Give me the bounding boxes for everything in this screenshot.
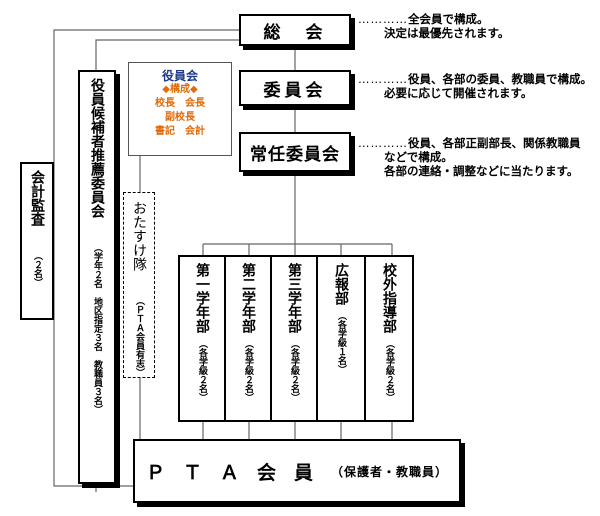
volunteer-team-label: おたすけ隊 (131, 201, 147, 271)
auditor-note: （２名） (32, 251, 42, 287)
nomination-committee-box: 役員候補者推薦委員会 （学年２名 地区指定３名 教職員３名） (78, 70, 116, 484)
dept-first-grade: 第一学年部（各学級２名） (180, 257, 226, 420)
officers-line-3: 書記 会計 (155, 126, 205, 137)
committee-note: …………役員、各部の委員、教職員で構成。 必要に応じて開催されます。 (358, 72, 592, 100)
pta-members-label: ＰＴＡ会員 (145, 461, 331, 484)
dept-public-relations: 広報部（各学級１名） (318, 257, 366, 420)
dept-outside-guidance: 校外指導部（各学級２名） (381, 263, 397, 402)
general-assembly-box: 総 会 (239, 14, 351, 46)
nomination-committee-label: 役員候補者推薦委員会 (89, 78, 105, 218)
pta-members-box: ＰＴＡ会員 （保護者・教職員） (133, 439, 461, 503)
officers-box: 役員会 ◆構成◆ 校長 会長 副校長 書記 会計 (128, 62, 232, 156)
nomination-committee-note: （学年２名 地区指定３名 教職員３名） (92, 243, 102, 414)
general-assembly-note: …………全会員で構成。 決定は最優先されます。 (358, 12, 510, 40)
dept-second-grade: 第二学年部（各学級２名） (226, 257, 272, 420)
auditor-label: 会計監査 (29, 170, 45, 226)
standing-committee-box: 常任委員会 (239, 132, 351, 172)
volunteer-team-note: （ＰＴＡ会員有志） (134, 296, 144, 377)
officers-line-1: 校長 会長 (155, 98, 205, 109)
general-assembly-label: 総 会 (263, 22, 327, 43)
dept-group-box (178, 255, 414, 422)
standing-committee-label: 常任委員会 (250, 144, 340, 165)
committee-label: 委員会 (263, 80, 327, 101)
committee-box: 委員会 (239, 70, 351, 106)
volunteer-team-box: おたすけ隊 （ＰＴＡ会員有志） (123, 192, 155, 378)
officers-composition: ◆構成◆ (162, 84, 198, 95)
pta-members-note: （保護者・教職員） (331, 464, 449, 479)
dept-third-grade: 第三学年部（各学級２名） (272, 257, 318, 420)
officers-title: 役員会 (161, 69, 198, 83)
officers-line-2: 副校長 (165, 112, 195, 123)
standing-committee-note: …………役員、各部正副部長、関係教職員 などで構成。 各部の連絡・調整などに当た… (358, 136, 581, 178)
auditor-box: 会計監査 （２名） (20, 162, 54, 320)
